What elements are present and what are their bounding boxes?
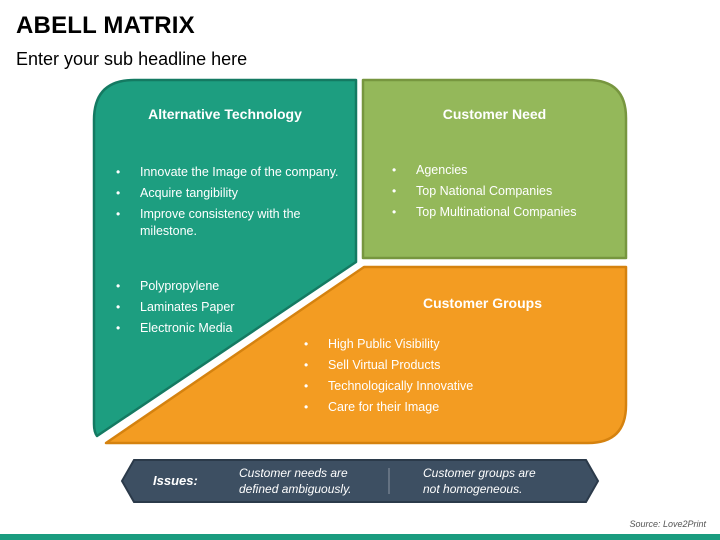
customer-groups-panel: Customer Groups: [360, 295, 605, 311]
bullet: •: [116, 321, 121, 335]
bullet: •: [392, 205, 397, 219]
list-item: •Improve consistency with the milestone.: [116, 207, 301, 238]
alternative-technology-panel: Alternative Technology: [100, 106, 350, 122]
list-item: •Electronic Media: [116, 321, 233, 335]
bullet: •: [392, 163, 397, 177]
alternative-technology-list-1: •Innovate the Image of the company. •Acq…: [116, 164, 356, 244]
issues-label: Issues:: [153, 473, 198, 488]
customer-need-shape: [361, 78, 628, 260]
issues-item-2: Customer groups are not homogeneous.: [423, 466, 536, 496]
page-subtitle: Enter your sub headline here: [16, 49, 248, 69]
issues-banner-shape: [120, 459, 600, 503]
list-item: •Polypropylene: [116, 279, 220, 293]
alternative-technology-shape: [92, 78, 358, 438]
bullet: •: [304, 379, 309, 393]
footer-bar: [0, 534, 720, 540]
list-item: •Sell Virtual Products: [304, 358, 441, 372]
bullet: •: [116, 165, 121, 179]
customer-groups-shape: [104, 265, 628, 445]
bullet: •: [116, 300, 121, 314]
customer-need-list: •Agencies •Top National Companies •Top M…: [392, 162, 622, 225]
customer-groups-heading: Customer Groups: [422, 295, 542, 311]
bullet: •: [116, 186, 121, 200]
list-item: •Care for their Image: [304, 400, 440, 414]
alternative-technology-list-2: •Polypropylene •Laminates Paper •Electro…: [116, 278, 316, 341]
customer-groups-list: •High Public Visibility •Sell Virtual Pr…: [304, 336, 544, 420]
list-item: •Top Multinational Companies: [392, 205, 577, 219]
customer-need-heading: Customer Need: [442, 106, 547, 122]
list-item: •Laminates Paper: [116, 300, 235, 314]
source-credit: Source: Love2Print: [629, 519, 706, 529]
bullet: •: [116, 207, 121, 221]
list-item: •Acquire tangibility: [116, 186, 238, 200]
alternative-technology-heading: Alternative Technology: [148, 106, 302, 122]
list-item: •High Public Visibility: [304, 337, 440, 351]
list-item: •Agencies: [392, 163, 468, 177]
bullet: •: [392, 184, 397, 198]
bullet: •: [304, 400, 309, 414]
list-item: •Top National Companies: [392, 184, 553, 198]
list-item: •Technologically Innovative: [304, 379, 474, 393]
page-title: ABELL MATRIX: [16, 12, 195, 39]
list-item: •Innovate the Image of the company.: [116, 165, 339, 179]
bullet: •: [304, 358, 309, 372]
customer-need-panel: Customer Need: [363, 106, 626, 122]
bullet: •: [116, 279, 121, 293]
bullet: •: [304, 337, 309, 351]
issues-item-1: Customer needs are defined ambiguously.: [239, 466, 352, 496]
